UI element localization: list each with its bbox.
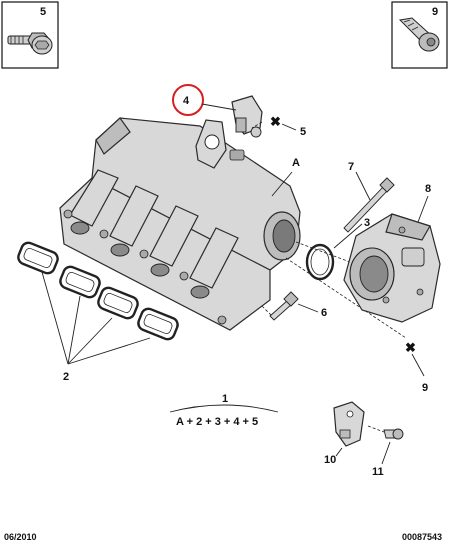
highlight-circle-part-4	[172, 84, 204, 116]
callout-4: 4	[183, 95, 190, 107]
screw-9-marker-icon: ✖	[405, 340, 416, 355]
callout-5: 5	[300, 126, 306, 138]
callout-9: 9	[422, 382, 428, 394]
leaders-part-2	[41, 271, 151, 365]
screw-9-icon	[398, 17, 440, 52]
footer-reference: 00087543	[402, 532, 442, 542]
sensor-part-4	[231, 95, 263, 138]
o-ring-part-3	[305, 243, 335, 281]
callout-6: 6	[321, 307, 327, 319]
callout-a: A	[292, 157, 300, 169]
assembly-brace	[169, 404, 279, 413]
callout-7: 7	[348, 161, 354, 173]
screw-5-marker-icon: ✖	[270, 114, 281, 129]
bolt-part-7	[343, 177, 395, 233]
bolt-part-6	[269, 291, 299, 321]
callout-3: 3	[364, 217, 370, 229]
inset-part-9: 9	[391, 1, 448, 69]
callout-2: 2	[63, 371, 69, 383]
gaskets-part-2	[17, 241, 179, 341]
callout-11: 11	[372, 466, 384, 478]
callout-8: 8	[425, 183, 431, 195]
screw-5-icon	[7, 32, 53, 55]
screw-part-11	[367, 425, 404, 440]
bracket-part-10	[333, 401, 365, 447]
callout-1: 1	[222, 393, 228, 405]
footer-date: 06/2010	[4, 532, 37, 542]
inset-5-label: 5	[40, 6, 46, 18]
throttle-body-part-8	[343, 213, 441, 323]
inset-part-5: 5	[1, 1, 59, 69]
inset-9-label: 9	[432, 6, 438, 18]
intake-manifold	[59, 117, 301, 331]
assembly-formula: A + 2 + 3 + 4 + 5	[176, 416, 258, 428]
callout-10: 10	[324, 454, 336, 466]
